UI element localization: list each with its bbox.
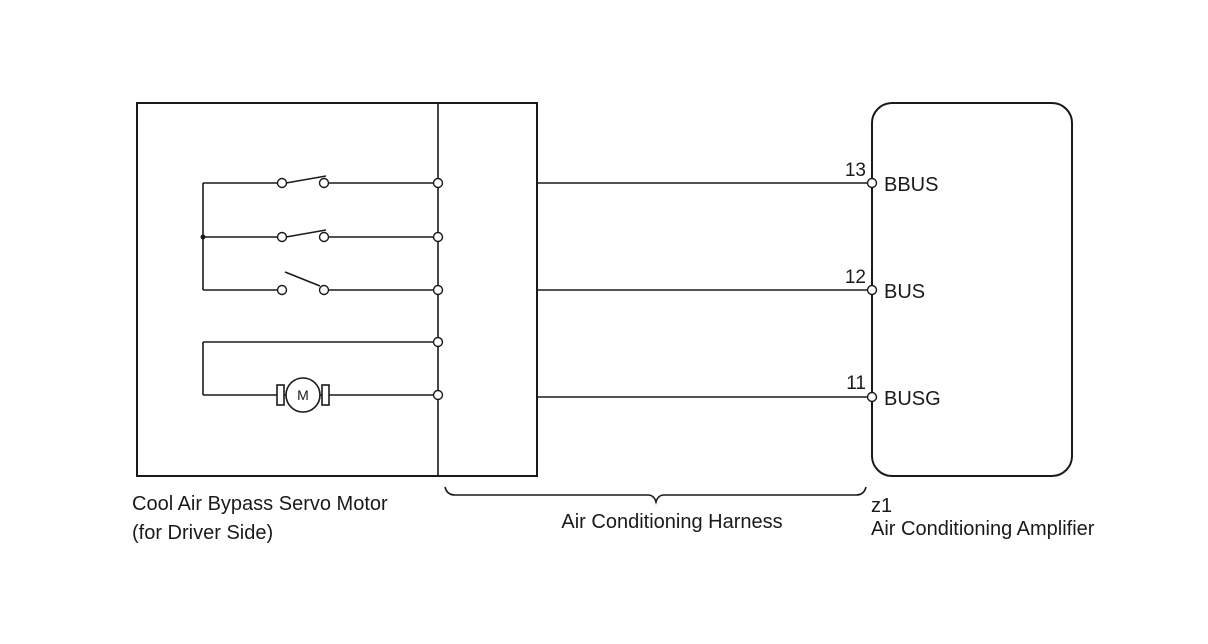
harness-brace [444,486,867,505]
servo-connector-terminals [432,177,444,401]
servo-switch-circuit [200,175,434,296]
pin-number: 11 [846,373,866,394]
amplifier-name: Air Conditioning Amplifier [871,518,1095,540]
servo-motor-name-line1: Cool Air Bypass Servo Motor [132,493,388,515]
motor-circuit: M [202,341,434,413]
amplifier-pin-13: 13 BBUS [845,160,939,196]
motor-icon: M [276,377,330,413]
servo-terminal [432,389,444,401]
amplifier-connector-code: z1 [871,495,892,517]
position-switch-3 [276,271,330,296]
pin-signal: BBUS [884,174,938,196]
motor-symbol-label: M [297,387,309,403]
junction-dot [200,234,206,240]
amplifier-pin-11: 11 BUSG [846,373,940,410]
harness-wires [537,182,867,398]
pin-signal: BUS [884,281,925,303]
position-switch-1 [276,175,330,189]
pin-number: 13 [845,160,866,181]
position-switch-2 [276,229,330,243]
servo-terminal [432,177,444,189]
pin-number: 12 [845,267,866,288]
pin-signal: BUSG [884,388,941,410]
servo-terminal [432,336,444,348]
amplifier-pin-12: 12 BUS [845,267,925,303]
harness-name: Air Conditioning Harness [561,511,782,533]
servo-terminal [432,231,444,243]
servo-motor-name-line2: (for Driver Side) [132,522,273,544]
servo-terminal [432,284,444,296]
